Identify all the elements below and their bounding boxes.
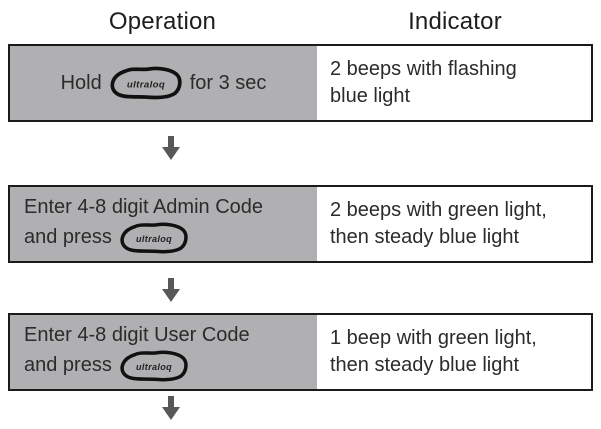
operation-line2-prefix: and press xyxy=(24,354,112,376)
ultraloq-logo-text: ultraloq xyxy=(127,79,165,90)
indicator-line: 2 beeps with green light, xyxy=(330,199,547,221)
ultraloq-logo-text: ultraloq xyxy=(136,234,172,244)
ultraloq-button-icon: ultraloq xyxy=(119,221,189,255)
indicator-cell: 1 beep with green light, then steady blu… xyxy=(317,315,591,389)
operation-cell-admin-code: Enter 4-8 digit Admin Code and press ult… xyxy=(10,187,317,261)
indicator-line: then steady blue light xyxy=(330,226,520,248)
operation-cell-user-code: Enter 4-8 digit User Code and press ultr… xyxy=(10,315,317,389)
indicator-cell: 2 beeps with flashing blue light xyxy=(317,46,591,120)
operation-cell-hold: Hold ultraloq for 3 sec xyxy=(10,46,317,120)
step-row-admin-code: Enter 4-8 digit Admin Code and press ult… xyxy=(8,185,593,263)
down-arrow-icon xyxy=(162,278,180,302)
ultraloq-button-icon: ultraloq xyxy=(119,349,189,383)
down-arrow-icon xyxy=(162,136,180,160)
ultraloq-logo-text: ultraloq xyxy=(136,362,172,372)
indicator-line: 2 beeps with flashing xyxy=(330,58,517,80)
step-row-hold: Hold ultraloq for 3 sec 2 beeps with fla… xyxy=(8,44,593,122)
operation-text-prefix: Hold xyxy=(60,71,102,94)
step-row-user-code: Enter 4-8 digit User Code and press ultr… xyxy=(8,313,593,391)
indicator-line: then steady blue light xyxy=(330,354,520,376)
column-header-indicator: Indicator xyxy=(408,8,502,35)
ultraloq-button-icon: ultraloq xyxy=(109,65,183,101)
operation-line1: Enter 4-8 digit Admin Code xyxy=(24,195,264,218)
column-header-operation: Operation xyxy=(108,8,217,35)
operation-line1: Enter 4-8 digit User Code xyxy=(24,323,250,346)
operation-line2-prefix: and press xyxy=(24,226,112,248)
operation-text-suffix: for 3 sec xyxy=(189,71,267,94)
indicator-cell: 2 beeps with green light, then steady bl… xyxy=(317,187,591,261)
indicator-line: 1 beep with green light, xyxy=(330,327,537,349)
indicator-line: blue light xyxy=(330,85,411,107)
down-arrow-icon xyxy=(162,396,180,420)
